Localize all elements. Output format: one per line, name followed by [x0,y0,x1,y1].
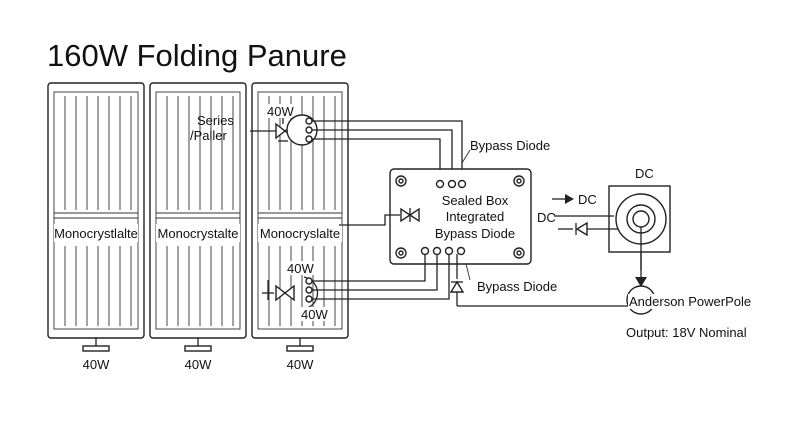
bypass-diode-bottom-label: Bypass Diode [477,279,557,294]
panel-3-bottom-rating: 40W [301,307,328,322]
panel-3-cell-lines [268,96,336,326]
panel-3-rating: 40W [287,357,314,372]
series-parallel-switch-bottom-icon [262,280,295,302]
top-hub-wires [312,120,463,181]
dc-arrow-label: DC [578,192,597,207]
page-title: 160W Folding Panure [47,38,347,73]
sealed-junction-box: Sealed Box Integrated Bypass Diode [389,168,532,265]
panel-1-cell-label: Monocrystlalte [54,226,138,241]
panel-2-rating: 40W [185,357,212,372]
dc-diode-icon [558,221,618,237]
solar-panel-3: Monocryslalte 40W [251,82,349,372]
solar-panel-1: Monocrystlalte 40W [47,82,145,372]
panel-1-rating: 40W [83,357,110,372]
panel-2-cell-label: Monocrystalte [158,226,239,241]
panel-3-foot [286,338,314,352]
bypass-diode-top-pointer [461,149,471,164]
dc-input-label: DC [537,210,556,225]
panel-3-cell-label: Monocryslalte [260,226,340,241]
dc-arrow-icon [552,194,574,204]
bypass-diode-top-label: Bypass Diode [470,138,550,153]
panel-1-cell-lines [64,96,132,326]
sealed-box-line-2: Integrated [446,209,505,224]
down-arrow-icon [635,252,647,287]
panel-1-foot [82,338,110,352]
panel-3-mid-rating: 40W [287,261,314,276]
panel-to-box-wire [339,214,400,226]
box-internal-diode-icon [400,207,420,223]
anderson-powerpole-label: Anderson PowerPole [629,294,751,309]
sealed-box-line-1: Sealed Box [442,193,509,208]
dc-unit-title: DC [635,166,654,181]
panel-2-foot [184,338,212,352]
junction-hub-top-icon [286,114,318,146]
output-label: Output: 18V Nominal [626,325,747,340]
bypass-diode-bottom-icon [449,254,465,306]
paller-label: /Paller [190,128,228,143]
panel-2-cell-lines [166,96,234,326]
dc-socket-box [608,185,671,270]
sealed-box-line-3: Bypass Diode [435,226,515,241]
solar-panel-2: Monocrystalte 40W [149,82,247,372]
bottom-hub-wires [312,254,450,300]
panel-3-top-rating: 40W [267,104,294,119]
bypass-diode-bottom-pointer [465,263,471,281]
junction-hub-bottom-icon [303,276,319,310]
series-label: Series [197,113,234,128]
